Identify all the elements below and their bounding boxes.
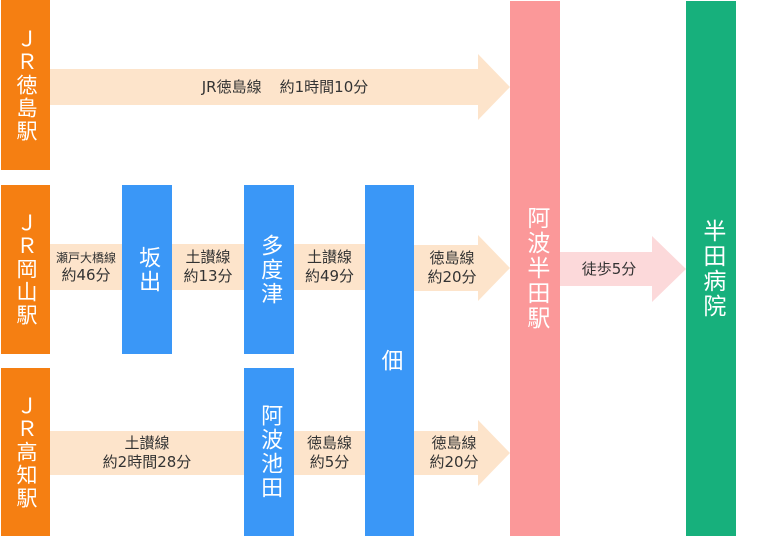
route-time: 約46分 [61, 266, 111, 284]
route-time: 約5分 [309, 453, 350, 471]
route-line: 徒歩 [581, 259, 612, 278]
transfer-station-tadotsu: 多度津 [244, 185, 294, 354]
station-name: 阿波池田 [257, 404, 283, 500]
ikeda-tsukuda-label: 徳島線 約5分 [294, 431, 365, 475]
kochi-ikeda-bar [50, 431, 244, 475]
sakaide-tadotsu-bar [172, 244, 244, 290]
station-name: 坂出 [135, 245, 161, 294]
destination-station-awa-handa: 阿波半田駅 [510, 1, 560, 536]
kochi-ikeda-label: 土讃線 約2時間28分 [50, 431, 244, 475]
hospital-name: 半田病院 [698, 218, 725, 319]
route-time: 約13分 [183, 267, 233, 285]
walk-arrow [560, 236, 686, 302]
route-time: 約20分 [429, 453, 479, 471]
station-name: ＪＲ岡山駅 [14, 212, 38, 327]
transfer-station-sakaide: 坂出 [122, 185, 172, 354]
route-line: 瀬戸大橋線 [55, 251, 116, 265]
tadotsu-tsukuda-label: 土讃線 約49分 [294, 244, 365, 290]
route-time: 約1時間10分 [279, 77, 369, 96]
tsukuda-handa-lower-arrow [414, 420, 510, 486]
okayama-sakaide-bar [50, 244, 122, 290]
tokushima-route-label: JR徳島線 約1時間10分 [50, 72, 520, 102]
transfer-station-tsukuda: 佃 [365, 185, 414, 536]
route-line: 徳島線 [306, 434, 352, 452]
route-line: 土讃線 [185, 248, 231, 266]
station-name: 阿波半田駅 [522, 206, 549, 331]
ikeda-tsukuda-bar [294, 431, 365, 475]
station-name: ＪＲ高知駅 [14, 394, 38, 510]
tsukuda-handa-lower-label: 徳島線 約20分 [414, 431, 494, 475]
origin-station-tokushima: ＪＲ徳島駅 [1, 0, 50, 170]
route-time: 約49分 [304, 267, 355, 285]
tadotsu-tsukuda-bar [294, 244, 365, 290]
tsukuda-handa-upper-arrow [414, 235, 510, 301]
station-name: ＪＲ徳島駅 [14, 27, 38, 143]
origin-station-kochi: ＪＲ高知駅 [1, 368, 50, 536]
route-line: 土讃線 [306, 248, 352, 266]
route-line: 土讃線 [124, 434, 170, 452]
route-time: 5分 [611, 259, 637, 278]
station-name: 多度津 [257, 233, 283, 306]
hospital-handa: 半田病院 [686, 1, 736, 536]
origin-station-okayama: ＪＲ岡山駅 [1, 185, 50, 354]
route-time: 約2時間28分 [102, 453, 192, 471]
route-line: 徳島線 [429, 249, 475, 267]
tsukuda-handa-upper-label: 徳島線 約20分 [414, 245, 490, 291]
route-line: JR徳島線 [201, 77, 262, 96]
okayama-sakaide-label: 瀬戸大橋線 約46分 [50, 244, 122, 290]
route-time: 約20分 [427, 268, 477, 286]
transfer-station-awa-ikeda: 阿波池田 [244, 368, 294, 536]
station-name: 佃 [377, 348, 403, 373]
sakaide-tadotsu-label: 土讃線 約13分 [172, 244, 244, 290]
route-line: 徳島線 [431, 434, 477, 452]
tokushima-route-arrow [50, 54, 510, 120]
